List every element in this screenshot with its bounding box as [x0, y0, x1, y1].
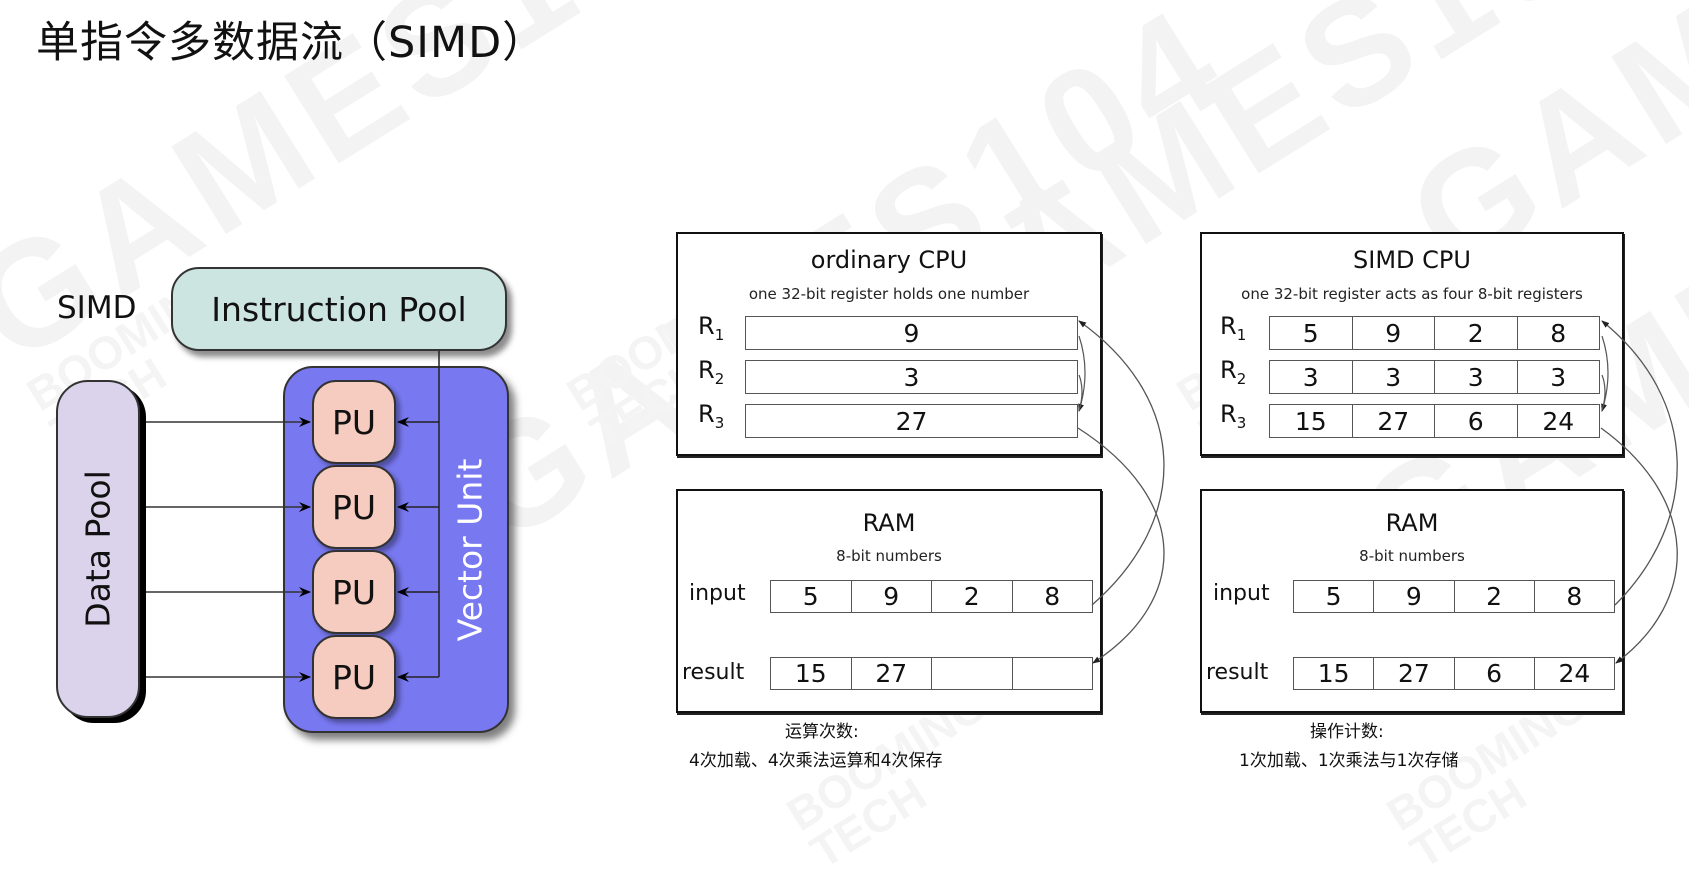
- ordinary-caption-heading: 运算次数:: [785, 722, 859, 742]
- ram-cell: 9: [1374, 581, 1455, 612]
- simd-label: SIMD: [57, 290, 137, 326]
- simd-caption-heading: 操作计数:: [1310, 722, 1384, 742]
- ram-cell: 24: [1558, 659, 1591, 688]
- ram-cell: 5: [1294, 581, 1375, 612]
- register-cell: 3: [1550, 362, 1567, 392]
- register-cell: 9: [1353, 317, 1435, 349]
- ram-cell: 2: [932, 581, 1013, 612]
- register-label: R3: [1220, 400, 1247, 432]
- ram-result-row: 15 27: [770, 657, 1093, 690]
- ram-cell: 15: [1294, 658, 1375, 689]
- register-r3: 15 27 6 24: [1269, 404, 1600, 438]
- ram-cell: 15: [771, 658, 852, 689]
- result-label: result: [682, 660, 745, 685]
- ram-title: RAM: [862, 509, 916, 537]
- register-cell: 9: [903, 318, 920, 348]
- register-r3: 27: [745, 404, 1078, 438]
- ordinary-cpu-panel: ordinary CPU one 32-bit register holds o…: [676, 232, 1102, 456]
- register-cell: 27: [1353, 405, 1435, 437]
- ram-cell: 27: [852, 658, 932, 689]
- ram-cell: [1013, 658, 1093, 689]
- vector-unit-label: Vector Unit: [450, 458, 490, 642]
- register-cell: 8: [1550, 318, 1567, 348]
- register-cell: 3: [1353, 361, 1435, 393]
- ordinary-ram-panel: RAM 8-bit numbers input 5 9 2 8 result 1…: [676, 489, 1102, 713]
- ram-result-row: 15 27 6 24: [1293, 657, 1615, 690]
- ram-cell: 8: [1044, 582, 1061, 611]
- ram-cell: 8: [1566, 582, 1583, 611]
- register-cell: 3: [1435, 361, 1518, 393]
- ram-subtitle: 8-bit numbers: [836, 547, 942, 565]
- processing-unit: PU: [312, 635, 396, 719]
- register-r1: 9: [745, 316, 1078, 350]
- ordinary-cpu-subtitle: one 32-bit register holds one number: [748, 285, 1030, 303]
- ram-input-row: 5 9 2 8: [1293, 580, 1615, 613]
- simd-cpu-title: SIMD CPU: [1353, 246, 1471, 274]
- ordinary-caption-ops: 4次加载、4次乘法运算和4次保存: [689, 751, 943, 771]
- ram-subtitle: 8-bit numbers: [1359, 547, 1465, 565]
- simd-cpu-subtitle: one 32-bit register acts as four 8-bit r…: [1241, 285, 1583, 303]
- register-cell: 3: [903, 362, 920, 392]
- register-r1: 5 9 2 8: [1269, 316, 1600, 350]
- register-cell: 15: [1270, 405, 1353, 437]
- simd-ram-panel: RAM 8-bit numbers input 5 9 2 8 result 1…: [1200, 489, 1624, 713]
- ram-title: RAM: [1385, 509, 1439, 537]
- data-pool-label: Data Pool: [78, 470, 118, 628]
- register-r2: 3: [745, 360, 1078, 394]
- register-cell: 5: [1270, 317, 1353, 349]
- simd-caption-ops: 1次加载、1次乘法与1次存储: [1239, 751, 1459, 771]
- register-label: R1: [1220, 312, 1247, 344]
- ram-cell: 2: [1455, 581, 1535, 612]
- processing-unit: PU: [312, 550, 396, 634]
- register-cell: 27: [895, 406, 928, 436]
- register-cell: 2: [1435, 317, 1518, 349]
- data-pool: [56, 380, 140, 718]
- input-label: input: [1213, 581, 1270, 606]
- ram-cell: [932, 658, 1013, 689]
- result-label: result: [1206, 660, 1269, 685]
- ram-cell: 27: [1374, 658, 1455, 689]
- register-cell: 6: [1435, 405, 1518, 437]
- ram-cell: 6: [1455, 658, 1535, 689]
- register-label: R2: [698, 356, 725, 388]
- register-cell: 3: [1270, 361, 1353, 393]
- register-label: R2: [1220, 356, 1247, 388]
- ram-cell: 9: [852, 581, 932, 612]
- register-label: R1: [698, 312, 725, 344]
- processing-unit: PU: [312, 465, 396, 549]
- register-r2: 3 3 3 3: [1269, 360, 1600, 394]
- slide-title: 单指令多数据流（SIMD）: [36, 18, 547, 68]
- ram-input-row: 5 9 2 8: [770, 580, 1093, 613]
- ordinary-cpu-title: ordinary CPU: [810, 246, 968, 274]
- register-label: R3: [698, 400, 725, 432]
- register-cell: 24: [1542, 406, 1575, 436]
- input-label: input: [689, 581, 746, 606]
- simd-cpu-panel: SIMD CPU one 32-bit register acts as fou…: [1200, 232, 1624, 456]
- processing-unit: PU: [312, 380, 396, 464]
- ram-cell: 5: [771, 581, 852, 612]
- instruction-pool: Instruction Pool: [171, 267, 507, 351]
